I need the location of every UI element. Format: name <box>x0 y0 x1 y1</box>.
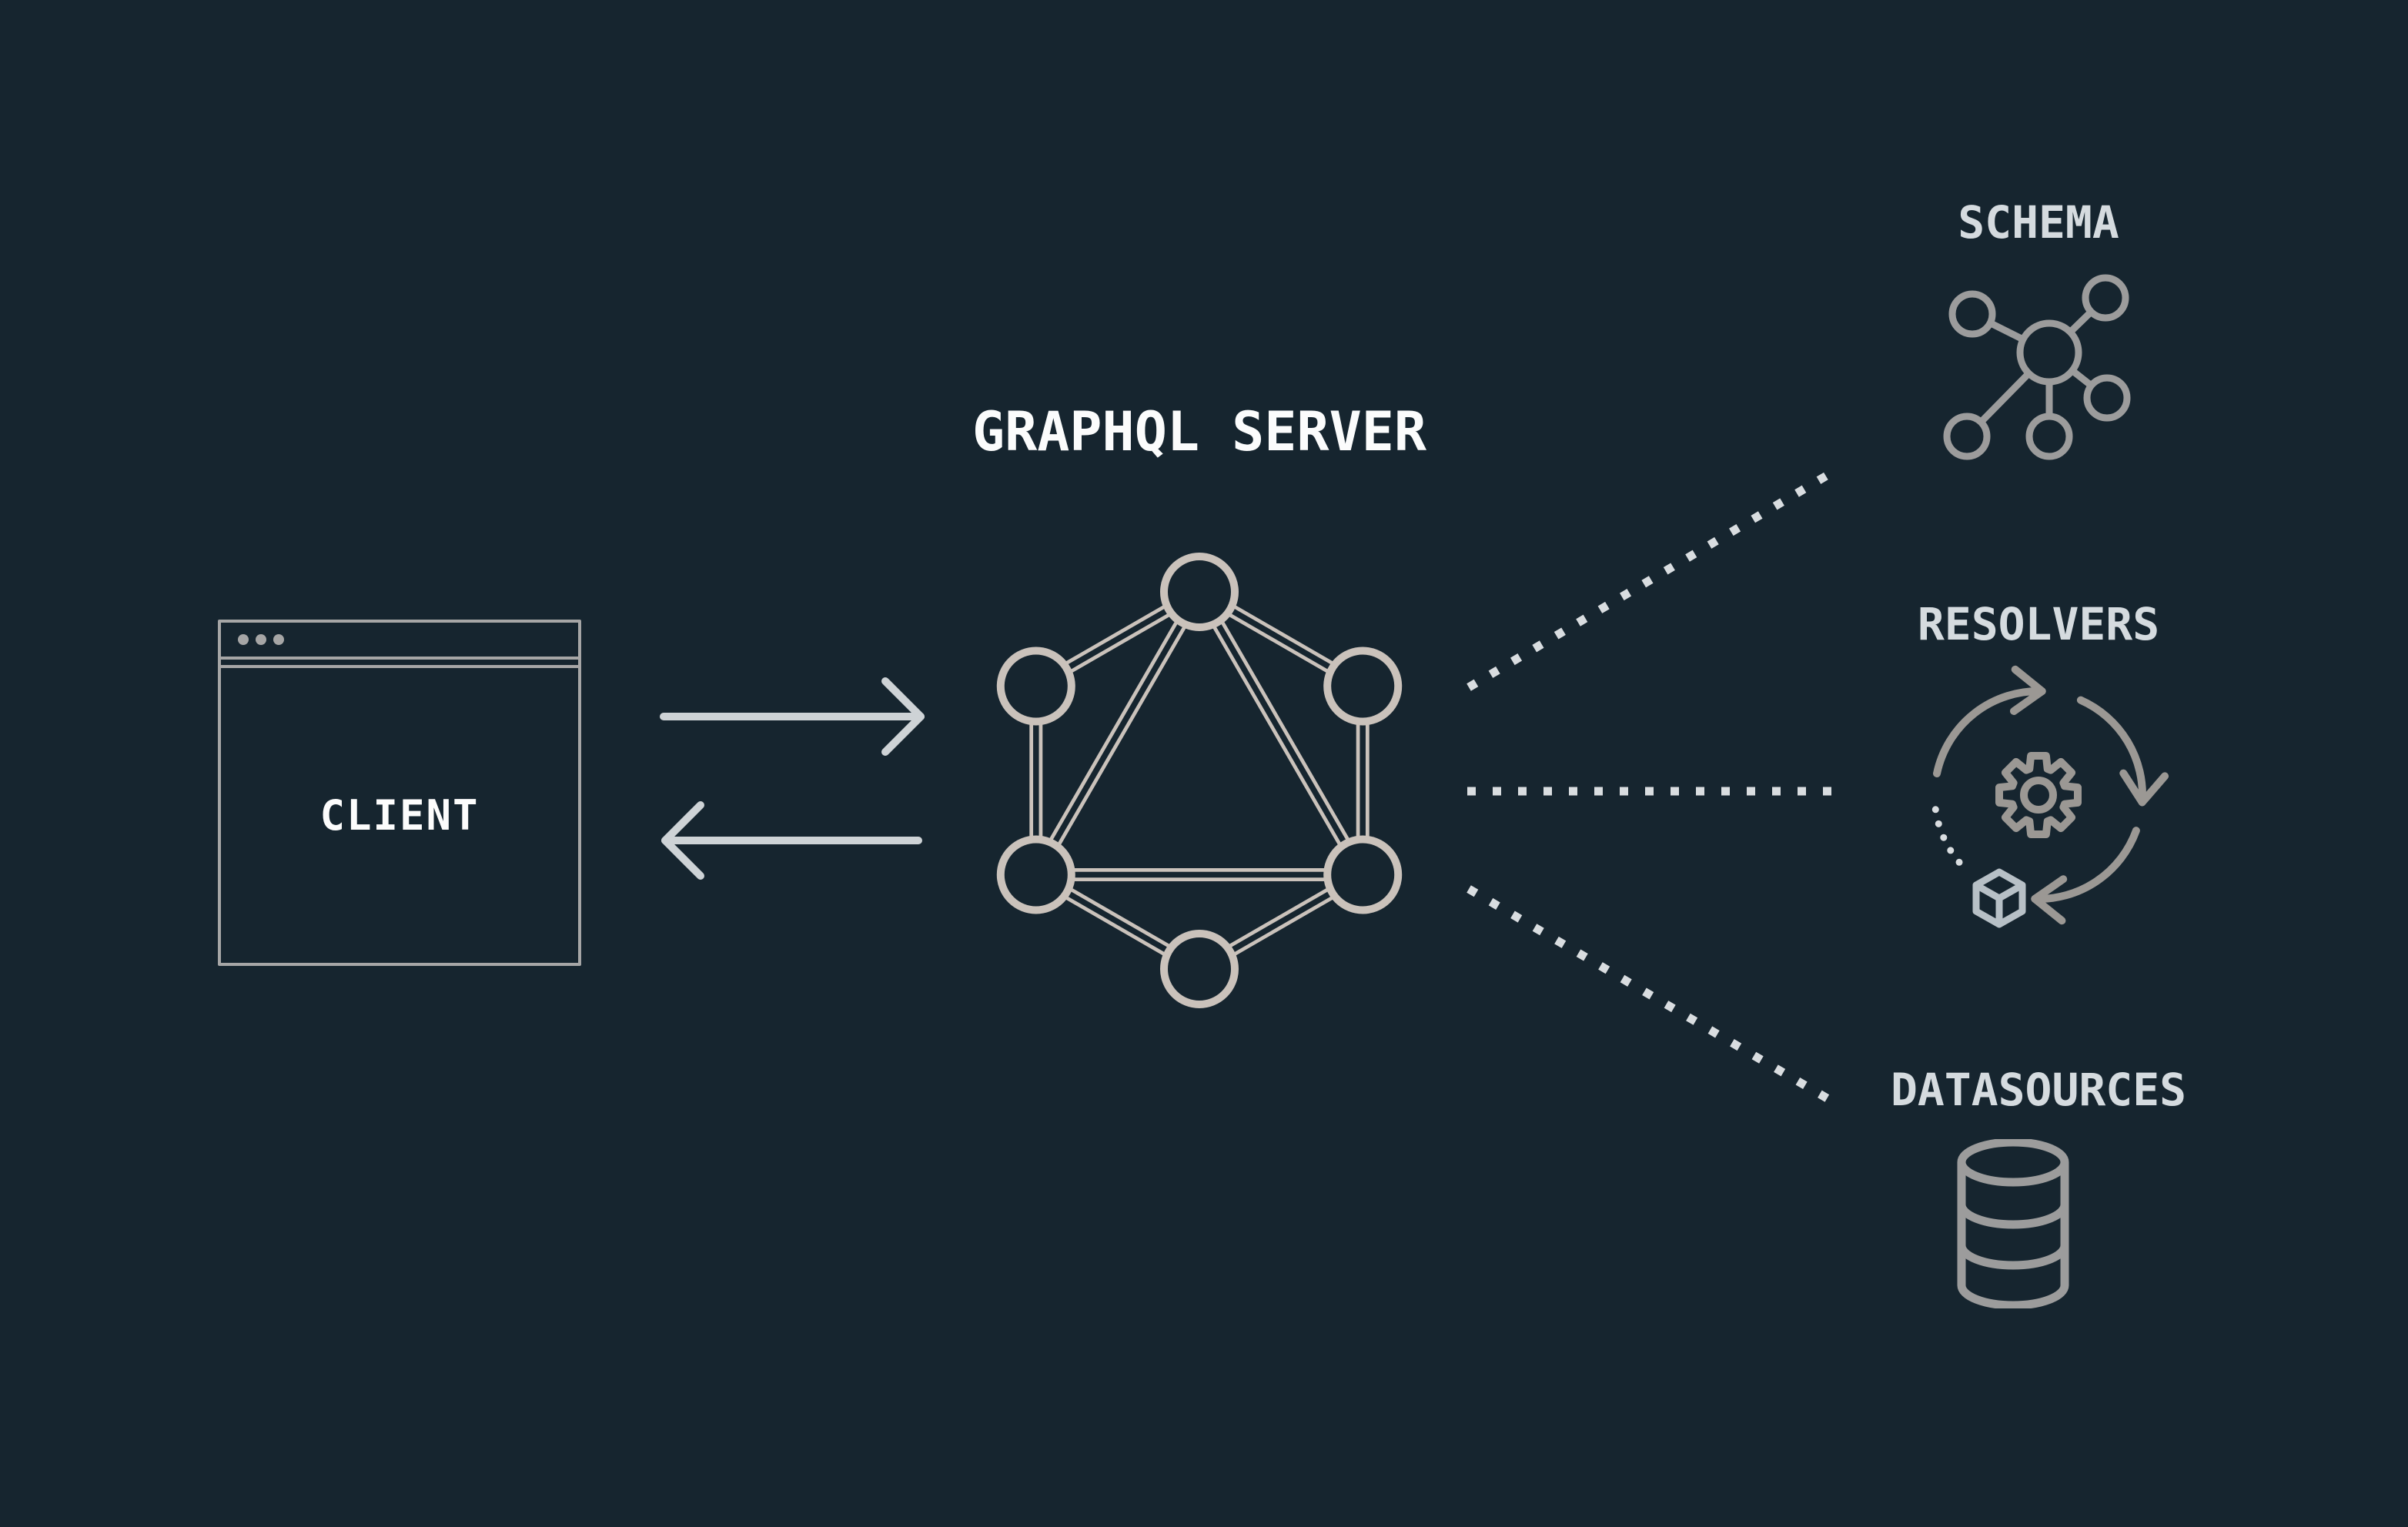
dotted-connector-schema <box>1467 467 1837 691</box>
resolvers-label: RESOLVERS <box>1917 598 2160 650</box>
cube-icon <box>1972 868 2026 928</box>
schema-graph-icon <box>1943 274 2131 460</box>
traffic-dot-icon <box>273 634 284 645</box>
response-arrow-icon <box>661 801 922 880</box>
server-title: GRAPHQL SERVER <box>972 400 1426 463</box>
window-content: CLIENT <box>221 665 578 963</box>
client-window: CLIENT <box>218 620 581 966</box>
window-titlebar <box>221 623 578 660</box>
datasources-label: DATASOURCES <box>1890 1064 2187 1116</box>
resolvers-cycle-icon <box>1931 665 2169 928</box>
schema-label: SCHEMA <box>1958 196 2119 249</box>
request-arrow-icon <box>660 677 925 756</box>
dotted-arc <box>1931 806 1973 876</box>
client-label: CLIENT <box>319 791 480 840</box>
graphql-logo-icon <box>996 553 1403 1008</box>
cycle-arrows <box>1933 665 2169 925</box>
database-icon <box>1957 1139 2069 1308</box>
traffic-dot-icon <box>256 634 266 645</box>
traffic-dot-icon <box>238 634 249 645</box>
gear-icon <box>1995 752 2082 838</box>
dotted-connector-datasources <box>1467 885 1836 1106</box>
